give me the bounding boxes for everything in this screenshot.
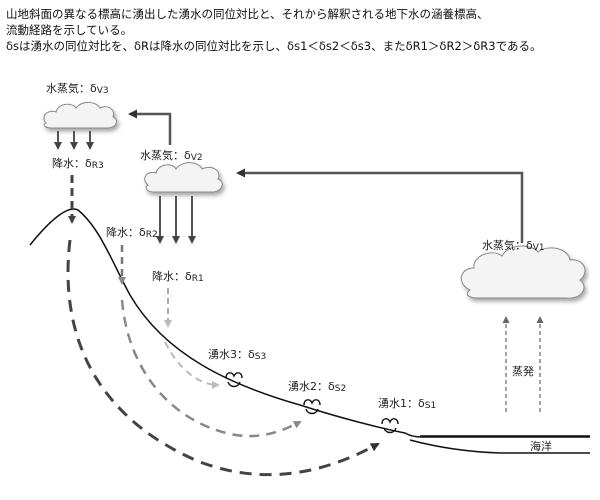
groundwater-flow-middle (120, 299, 302, 438)
vapor-v3-label: 水蒸気：δV3 (46, 81, 109, 96)
caption: 山地斜面の異なる標高に湧出した湧水の同位対比と、それから解釈される地下水の涵養標… (6, 6, 596, 54)
cloud-v3 (43, 101, 118, 129)
precip-arrows-v2 (156, 196, 196, 244)
cloud-v1 (460, 245, 586, 299)
spring-s1-label: 湧水1：δS1 (378, 397, 436, 411)
ocean-label: 海洋 (530, 439, 552, 453)
precip-r1-label: 降水：δR1 (152, 269, 204, 284)
vapor-v2-label: 水蒸気：δV2 (140, 148, 203, 163)
caption-line-3: δsは湧水の同位対比を、δRは降水の同位対比を示し、δs1＜δs2＜δs3、また… (6, 39, 542, 53)
precip-r2-label: 降水：δR2 (106, 225, 158, 240)
spring-s2-icon (303, 399, 321, 415)
precip-r3-label: 降水：δR3 (52, 156, 104, 171)
cloud-v2 (144, 162, 223, 193)
spring-s3-label: 湧水3：δS3 (208, 348, 266, 362)
vapor-transport-arrow-v1-to-v2 (236, 168, 524, 243)
groundwater-flow-deep (66, 239, 380, 477)
caption-line-1: 山地斜面の異なる標高に湧出した湧水の同位対比と、それから解釈される地下水の涵養標… (6, 7, 489, 21)
evaporation-label: 蒸発 (512, 364, 534, 378)
groundwater-flow-shallow (164, 341, 220, 389)
caption-line-2: 流動経路を示している。 (6, 23, 133, 37)
spring-s2-label: 湧水2：δS2 (288, 380, 346, 394)
mountain-slope (29, 208, 590, 438)
ocean-bottom (409, 439, 590, 454)
spring-s3-icon (225, 372, 243, 388)
vapor-transport-arrow-v2-to-v3 (128, 109, 172, 145)
vapor-v1-label: 水蒸気：δV1 (482, 238, 545, 253)
precip-arrows-v3 (54, 131, 94, 150)
spring-s1-icon (381, 418, 399, 434)
